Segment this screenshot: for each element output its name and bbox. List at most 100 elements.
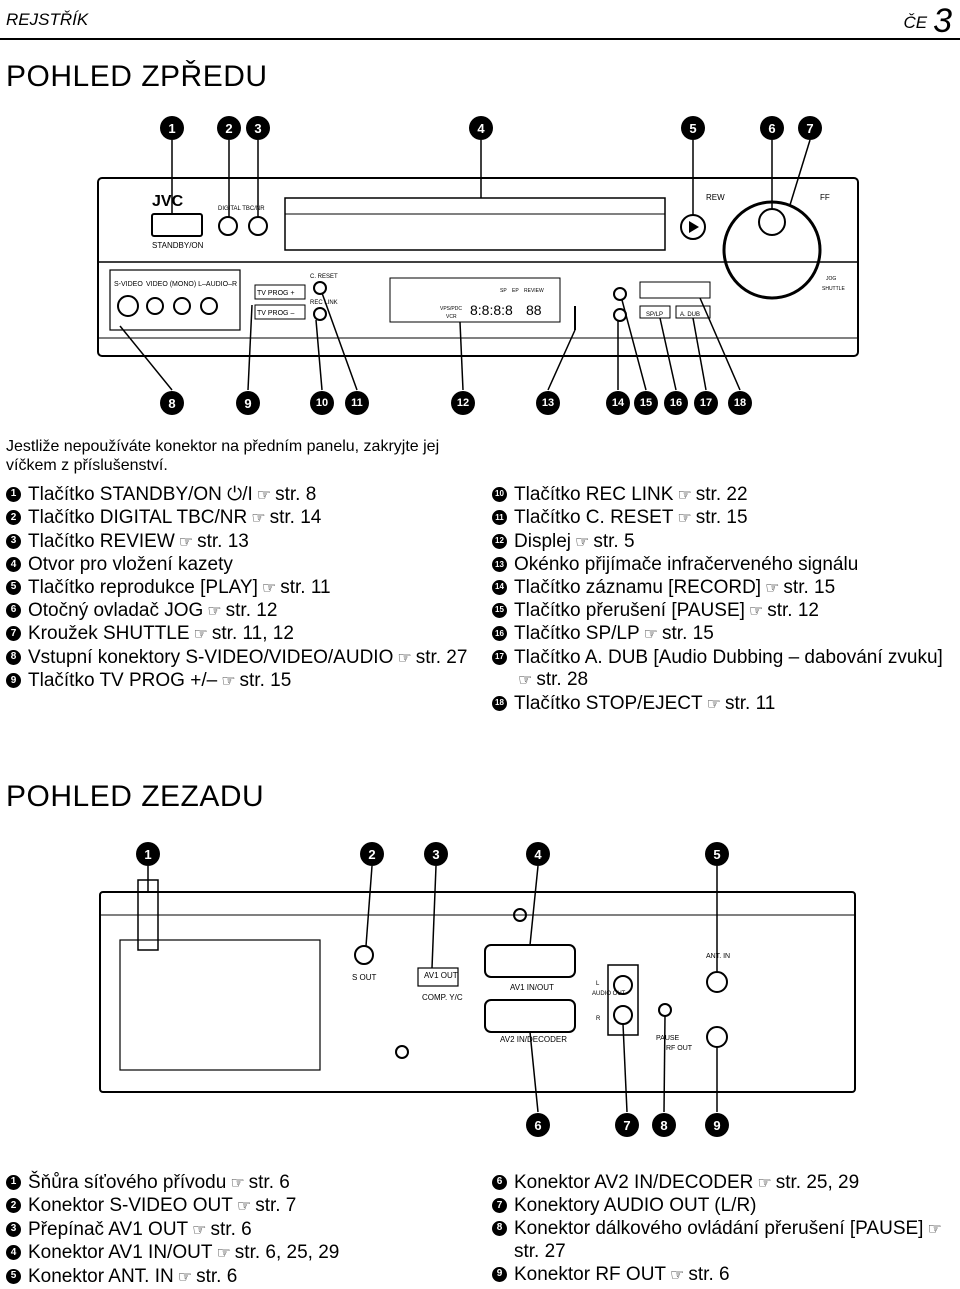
svg-text:AV1 OUT: AV1 OUT	[424, 971, 458, 980]
callout-badge: 10	[310, 391, 334, 415]
pointing-hand-icon: ☞	[177, 1268, 193, 1286]
pointing-hand-icon: ☞	[677, 487, 692, 504]
page-ref: str. 6	[248, 1172, 290, 1193]
pointing-hand-icon: ☞	[706, 695, 721, 713]
svg-text:C. RESET: C. RESET	[310, 274, 338, 280]
svg-text:VPS/PDC: VPS/PDC	[440, 306, 462, 312]
page-number: ČE 3	[903, 2, 952, 41]
item-text: Vstupní konektory S-VIDEO/VIDEO/AUDIO	[28, 646, 394, 668]
vcr-chassis	[97, 177, 859, 357]
callout-badge: 1	[136, 842, 160, 866]
item-text: Okénko přijímače infračerveného signálu	[514, 554, 859, 576]
svg-text:STANDBY/ON: STANDBY/ON	[152, 241, 204, 250]
review-button	[248, 216, 268, 236]
page-ref: str. 11	[280, 576, 331, 598]
page-ref: str. 15	[239, 670, 292, 692]
page-ref: str. 27	[415, 646, 468, 668]
svg-text:PAUSE: PAUSE	[656, 1035, 680, 1042]
callout-badge: 3	[424, 842, 448, 866]
item-text: Tlačítko přerušení [PAUSE]	[514, 600, 745, 622]
number-badge: 6	[6, 603, 21, 619]
number-badge: 2	[6, 1198, 21, 1214]
callout-badge: 6	[526, 1113, 550, 1137]
section-title: REJSTŘÍK	[6, 10, 89, 29]
number-badge: 9	[6, 673, 21, 689]
svg-text:JOG: JOG	[826, 276, 836, 282]
item-text: Kroužek SHUTTLE	[28, 623, 190, 645]
item-text: Tlačítko A. DUB [Audio Dubbing – dabován…	[514, 646, 943, 668]
pointing-hand-icon: ☞	[230, 1175, 245, 1192]
item-text: Displej	[514, 530, 572, 552]
pointing-hand-icon: ☞	[518, 672, 533, 690]
callout-badge: 9	[705, 1113, 729, 1137]
svg-text:R: R	[596, 1016, 601, 1022]
audio-out-l	[613, 975, 633, 995]
item-text: Konektory AUDIO OUT (L/R)	[514, 1195, 757, 1217]
item-text: Tlačítko DIGITAL TBC/NR	[28, 507, 248, 529]
pointing-hand-icon: ☞	[765, 579, 780, 597]
number-badge: 3	[6, 533, 21, 549]
page-ref: str. 5	[593, 530, 635, 552]
callout-badge: 6	[760, 116, 784, 140]
callout-badge: 16	[664, 391, 688, 415]
pointing-hand-icon: ☞	[670, 1266, 685, 1284]
item-text: Konektor AV1 IN/OUT	[28, 1242, 213, 1264]
number-badge: 1	[6, 487, 21, 502]
item-text: Otvor pro vložení kazety	[28, 554, 233, 576]
pause-jack	[658, 1003, 672, 1017]
number-badge: 6	[492, 1175, 507, 1190]
item-text: Konektor dálkového ovládání přerušení [P…	[514, 1217, 924, 1239]
page-ref: str. 15	[695, 507, 748, 529]
standby-button	[151, 213, 203, 237]
item-text: Konektor ANT. IN	[28, 1265, 174, 1287]
callout-badge: 12	[451, 391, 475, 415]
pointing-hand-icon: ☞	[192, 1221, 207, 1239]
page-ref: str. 28	[536, 669, 589, 691]
front-panel-diagram: JVC STANDBY/ON DIGITAL TBC/NR REW FF S-V…	[97, 139, 859, 391]
item-text: Tlačítko reprodukce [PLAY]	[28, 576, 258, 598]
svg-text:SP: SP	[500, 288, 507, 294]
ant-in-connector	[706, 971, 728, 993]
item-text: Tlačítko záznamu [RECORD]	[514, 576, 762, 598]
display-window	[389, 277, 561, 323]
page-ref: str. 6	[688, 1263, 730, 1285]
number-badge: 12	[492, 533, 507, 549]
callout-badge: 4	[526, 842, 550, 866]
item-text: Tlačítko STANDBY/ON ⏻/I	[28, 484, 253, 505]
svg-text:COMP. Y/C: COMP. Y/C	[422, 993, 463, 1002]
brand-logo: JVC	[152, 193, 184, 210]
front-intro-note: Jestliže nepoužíváte konektor na předním…	[6, 438, 440, 474]
rf-out-connector	[706, 1026, 728, 1048]
item-text: Otočný ovladač JOG	[28, 600, 204, 622]
item-text: Šňůra síťového přívodu	[28, 1172, 227, 1193]
svg-text:A. DUB: A. DUB	[680, 312, 700, 318]
tbc-button	[218, 216, 238, 236]
page-number-digit: 3	[933, 2, 952, 40]
shuttle-ring	[722, 200, 822, 300]
callout-badge: 1	[160, 116, 184, 140]
page-ref: str. 6	[196, 1265, 238, 1287]
callout-badge: 2	[217, 116, 241, 140]
number-badge: 8	[492, 1220, 507, 1236]
list-item: 8 Konektor dálkového ovládání přerušení […	[492, 1218, 952, 1264]
svg-text:AUDIO OUT: AUDIO OUT	[592, 991, 626, 997]
callout-badge: 4	[469, 116, 493, 140]
language-code: ČE	[903, 13, 928, 32]
input-panel	[109, 269, 241, 331]
front-view-title: POHLED ZPŘEDU	[6, 60, 268, 93]
pointing-hand-icon: ☞	[261, 579, 277, 597]
number-badge: 17	[492, 649, 507, 665]
callout-badge: 7	[615, 1113, 639, 1137]
